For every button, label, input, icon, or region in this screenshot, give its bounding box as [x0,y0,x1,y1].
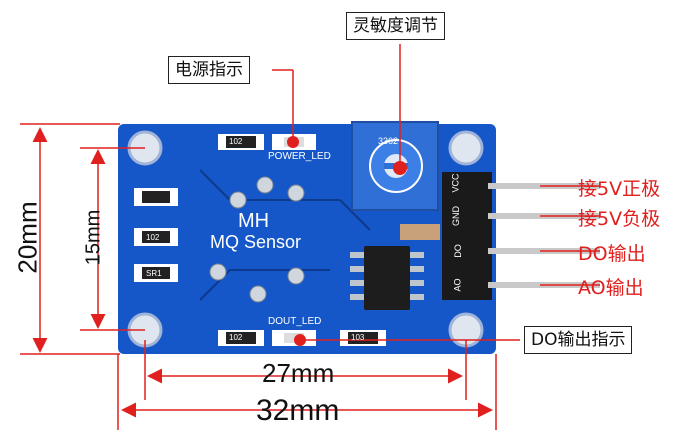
pin-label-vcc: 接5V正极 [578,178,661,200]
resistor-code-1: 102 [229,137,243,146]
dim-height-outer: 20mm [12,201,43,274]
smd-resistors [134,134,386,346]
resistor-code-2: 102 [146,233,160,242]
resistor-code-4: 102 [229,333,243,342]
capacitor [400,224,440,240]
dim-height-inner: 15mm [82,209,105,266]
pin-silk-ao: AO [452,278,463,292]
pin-silk-do: DO [452,244,463,258]
pin-silk-gnd: GND [451,206,461,226]
pin-label-do: DO输出 [578,243,646,265]
sensitivity-callout: 灵敏度调节 [346,12,445,40]
ic-chip [350,246,424,310]
sensor-pads [209,176,305,303]
header-pins [442,172,600,300]
pin-label-gnd: 接5V负极 [578,208,661,230]
dim-width-outer: 32mm [256,394,340,427]
pin-label-ao: AO输出 [578,277,644,299]
board-subtitle: MQ Sensor [210,232,302,252]
power-led-label: POWER_LED [268,151,331,162]
pot-code: 3362 [378,136,399,146]
power-indicator-callout: 电源指示 [168,56,250,84]
dim-width-inner: 27mm [262,358,335,388]
resistor-code-5: 103 [351,333,365,342]
leader-lines [272,44,600,341]
do-output-indicator-callout: DO输出指示 [524,326,633,354]
board-title: MH [238,210,270,232]
pin-silk-vcc: VCC [450,173,461,193]
dimension-lines [20,123,497,430]
resistor-code-3: SR1 [146,269,162,278]
dout-led-label: DOUT_LED [268,316,322,327]
leader-dots [287,136,407,346]
